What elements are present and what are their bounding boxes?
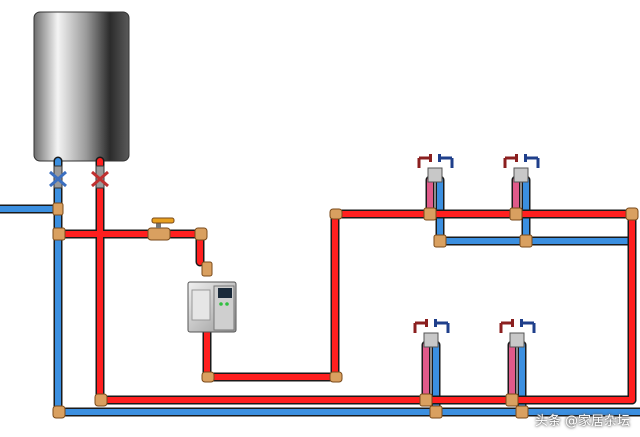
- check-valve: [147, 217, 175, 241]
- water-heater: [33, 11, 130, 162]
- faucet-upper-left: [417, 154, 454, 183]
- faucet-lower-left: [413, 319, 450, 348]
- circulation-pump: [187, 281, 237, 333]
- faucet-upper-right: [503, 154, 540, 183]
- heater-cold-inlet-valve: [49, 165, 67, 189]
- heater-hot-outlet-valve: [91, 165, 109, 189]
- pipe-fittings: [52, 202, 639, 419]
- hot-water-pipes: [57, 156, 637, 405]
- faucet-lower-right: [499, 319, 536, 348]
- watermark: 头条 @家居杂坛: [534, 414, 630, 429]
